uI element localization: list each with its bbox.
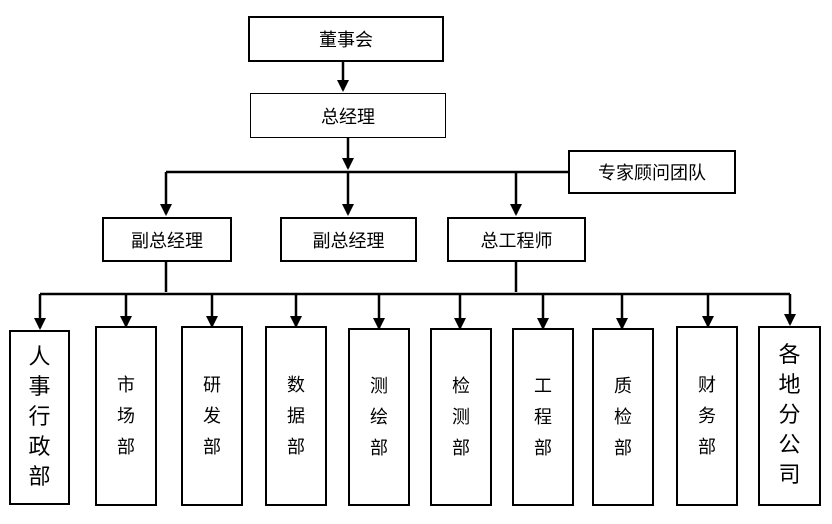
department-label: 研发部 (203, 374, 221, 458)
board-label: 董事会 (319, 30, 373, 51)
department-box-1: 人事行政部 (9, 330, 70, 505)
department-label: 财务部 (698, 374, 716, 458)
general-manager-box: 总经理 (250, 93, 446, 138)
department-box-4: 数据部 (265, 326, 327, 506)
board-box: 董事会 (248, 16, 444, 62)
deputy-manager-label-2: 副总经理 (312, 230, 385, 252)
department-label: 市场部 (117, 374, 135, 458)
advisors-label: 专家顾问团队 (598, 163, 706, 184)
department-label: 测绘部 (370, 375, 388, 459)
department-label: 人事行政部 (28, 344, 51, 490)
department-label: 数据部 (287, 374, 305, 458)
department-label: 各地分公司 (778, 343, 801, 488)
department-box-6: 检测部 (430, 328, 492, 506)
advisors-box: 专家顾问团队 (568, 150, 736, 194)
chief-engineer-box: 总工程师 (447, 217, 586, 262)
department-label: 质检部 (614, 375, 632, 459)
deputy-manager-label-1: 副总经理 (131, 230, 203, 252)
department-label: 工程部 (534, 375, 552, 459)
department-box-2: 市场部 (95, 326, 157, 506)
department-box-8: 质检部 (592, 328, 654, 506)
department-box-7: 工程部 (512, 328, 574, 506)
general-manager-label: 总经理 (321, 106, 375, 128)
deputy-manager-box-1: 副总经理 (102, 217, 232, 262)
chief-engineer-label: 总工程师 (480, 230, 553, 252)
department-label: 检测部 (452, 375, 470, 459)
deputy-manager-box-2: 副总经理 (280, 217, 417, 262)
department-box-5: 测绘部 (348, 328, 410, 506)
department-box-3: 研发部 (181, 326, 243, 506)
department-box-10: 各地分公司 (758, 326, 821, 506)
department-box-9: 财务部 (676, 326, 738, 506)
